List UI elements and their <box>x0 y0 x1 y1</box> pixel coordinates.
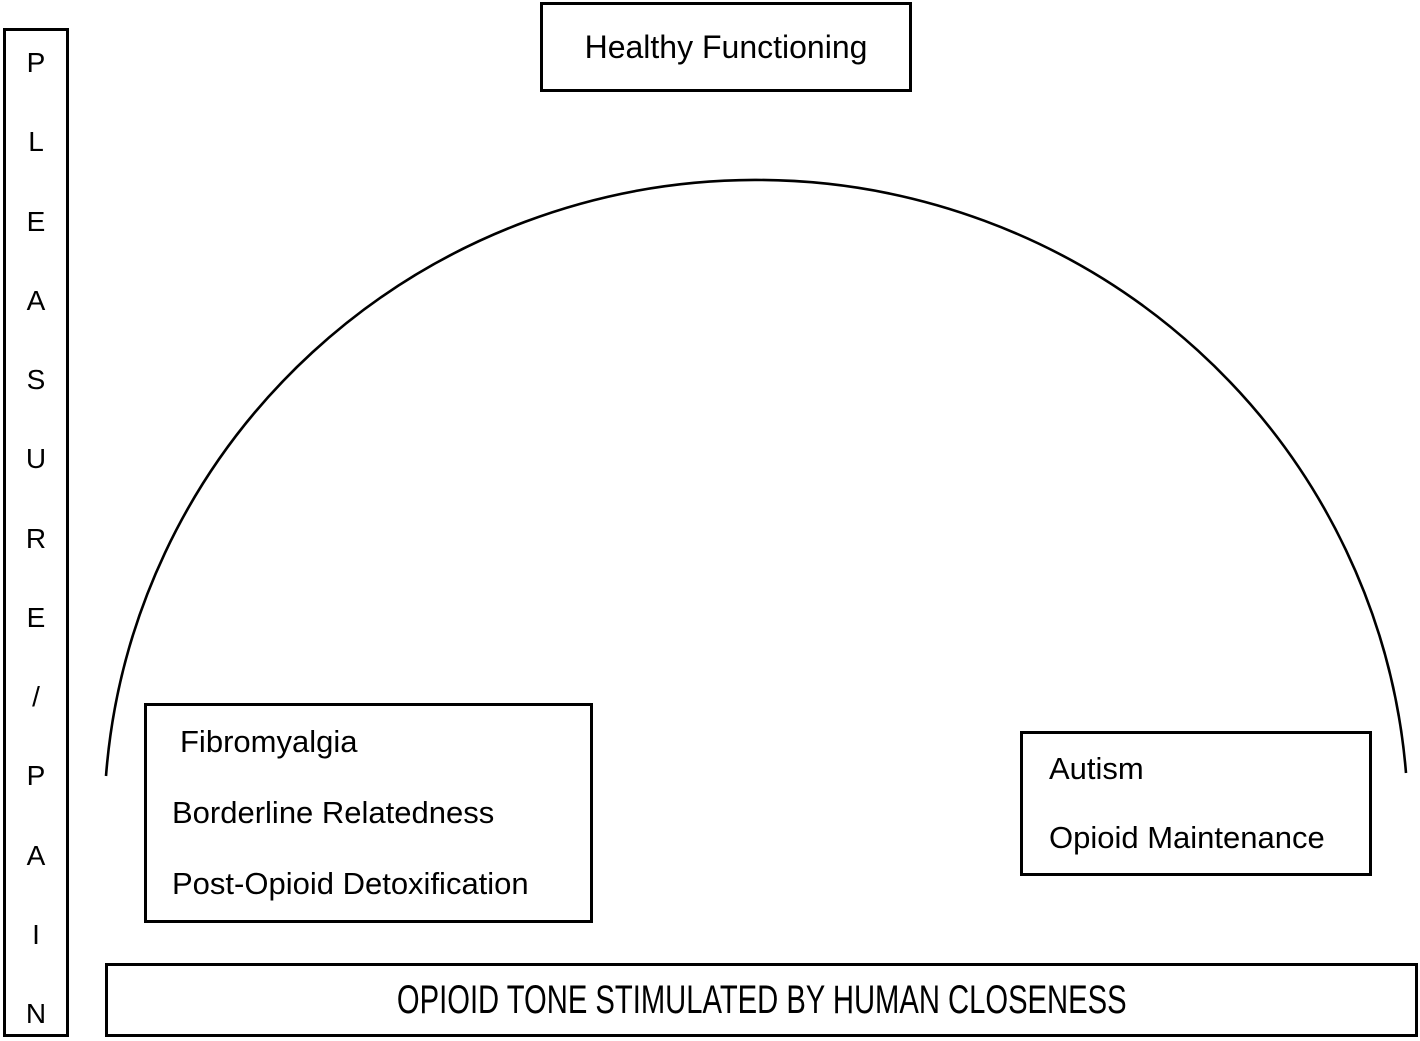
axis-letter: R <box>25 522 47 554</box>
curve-path <box>104 178 1408 777</box>
axis-letter: S <box>26 364 46 395</box>
axis-letter: E <box>26 601 46 633</box>
pleasure-pain-axis: P L E A S U R E / P A I N <box>3 28 69 1037</box>
axis-letter: A <box>26 284 46 316</box>
axis-letter: P <box>26 47 46 78</box>
right-conditions-box: Autism Opioid Maintenance <box>1020 731 1372 876</box>
axis-letter: I <box>32 918 40 950</box>
axis-letter: A <box>26 839 46 871</box>
axis-letter: L <box>28 126 44 158</box>
axis-letter: E <box>26 205 46 237</box>
axis-letter: / <box>32 681 40 712</box>
condition-post-opioid-detoxification: Post-Opioid Detoxification <box>172 866 529 902</box>
opioid-tone-axis-label: OPIOID TONE STIMULATED BY HUMAN CLOSENES… <box>396 977 1127 1022</box>
healthy-functioning-label: Healthy Functioning <box>584 28 868 65</box>
condition-opioid-maintenance: Opioid Maintenance <box>1049 820 1325 855</box>
left-conditions-box: Fibromyalgia Borderline Relatedness Post… <box>144 703 593 923</box>
condition-borderline-relatedness: Borderline Relatedness <box>172 794 495 830</box>
condition-autism: Autism <box>1049 751 1144 786</box>
opioid-tone-axis-box: OPIOID TONE STIMULATED BY HUMAN CLOSENES… <box>105 963 1418 1037</box>
condition-fibromyalgia: Fibromyalgia <box>180 723 358 759</box>
axis-letter: P <box>26 760 46 792</box>
axis-letter: U <box>25 443 47 475</box>
axis-letter: N <box>25 998 47 1029</box>
healthy-functioning-box: Healthy Functioning <box>540 2 912 92</box>
